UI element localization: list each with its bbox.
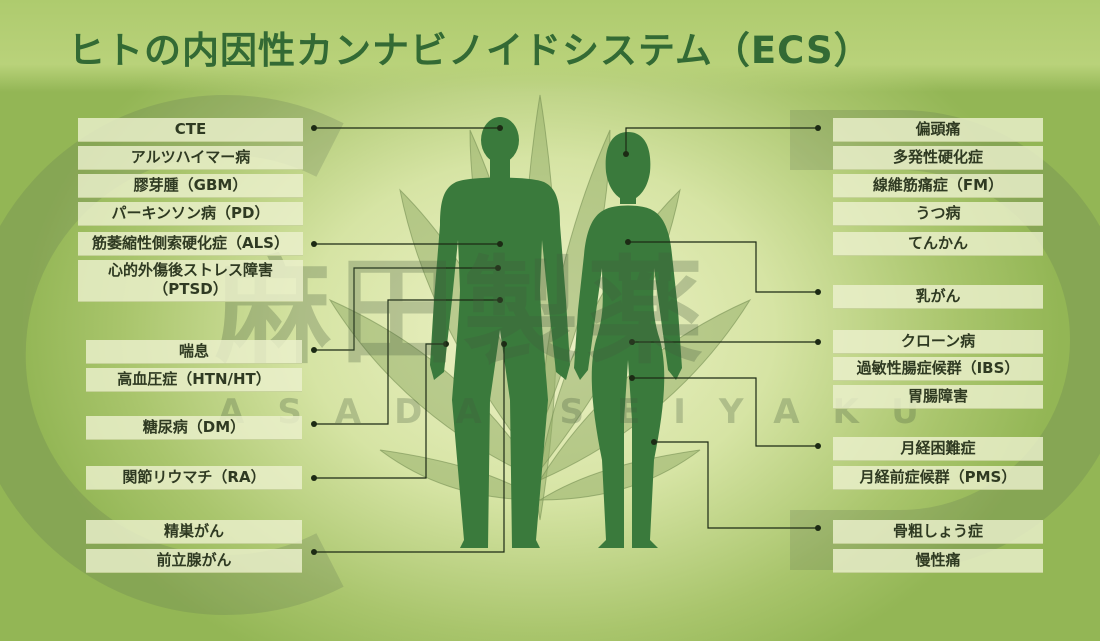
label-fm: 線維筋痛症（FM）	[833, 174, 1043, 198]
label-gi-disorder: 胃腸障害	[833, 385, 1043, 409]
watermark-roman: ASADA SEIYAKU	[218, 392, 952, 432]
label-pd: パーキンソン病（PD）	[78, 202, 303, 226]
header-band	[0, 0, 1100, 92]
label-gbm: 膠芽腫（GBM）	[78, 174, 303, 198]
label-pms: 月経前症候群（PMS）	[833, 466, 1043, 490]
label-chronic-pain: 慢性痛	[833, 549, 1043, 573]
label-testicular-cancer: 精巣がん	[86, 520, 302, 544]
label-osteoporosis: 骨粗しょう症	[833, 520, 1043, 544]
label-ptsd: 心的外傷後ストレス障害 （PTSD）	[78, 260, 303, 302]
label-migraine: 偏頭痛	[833, 118, 1043, 142]
label-ibs: 過敏性腸症候群（IBS）	[833, 357, 1043, 381]
label-ms: 多発性硬化症	[833, 146, 1043, 170]
connector-lines	[314, 127, 818, 553]
label-dysmenorrhea: 月経困難症	[833, 437, 1043, 461]
label-crohns: クローン病	[833, 330, 1043, 354]
label-cte: CTE	[78, 118, 303, 142]
page-title: ヒトの内因性カンナビノイドシステム（ECS）	[68, 29, 872, 72]
label-breast-cancer: 乳がん	[833, 285, 1043, 309]
label-dm: 糖尿病（DM）	[86, 416, 302, 440]
connector-dots	[311, 125, 821, 555]
label-asthma: 喘息	[86, 340, 302, 364]
label-prostate-cancer: 前立腺がん	[86, 549, 302, 573]
female-silhouette	[574, 132, 682, 548]
label-htn: 高血圧症（HTN/HT）	[86, 368, 302, 392]
label-alzheimers: アルツハイマー病	[78, 146, 303, 170]
label-als: 筋萎縮性側索硬化症（ALS）	[78, 232, 303, 256]
label-depression: うつ病	[833, 202, 1043, 226]
label-ra: 関節リウマチ（RA）	[86, 466, 302, 490]
label-epilepsy: てんかん	[833, 232, 1043, 256]
